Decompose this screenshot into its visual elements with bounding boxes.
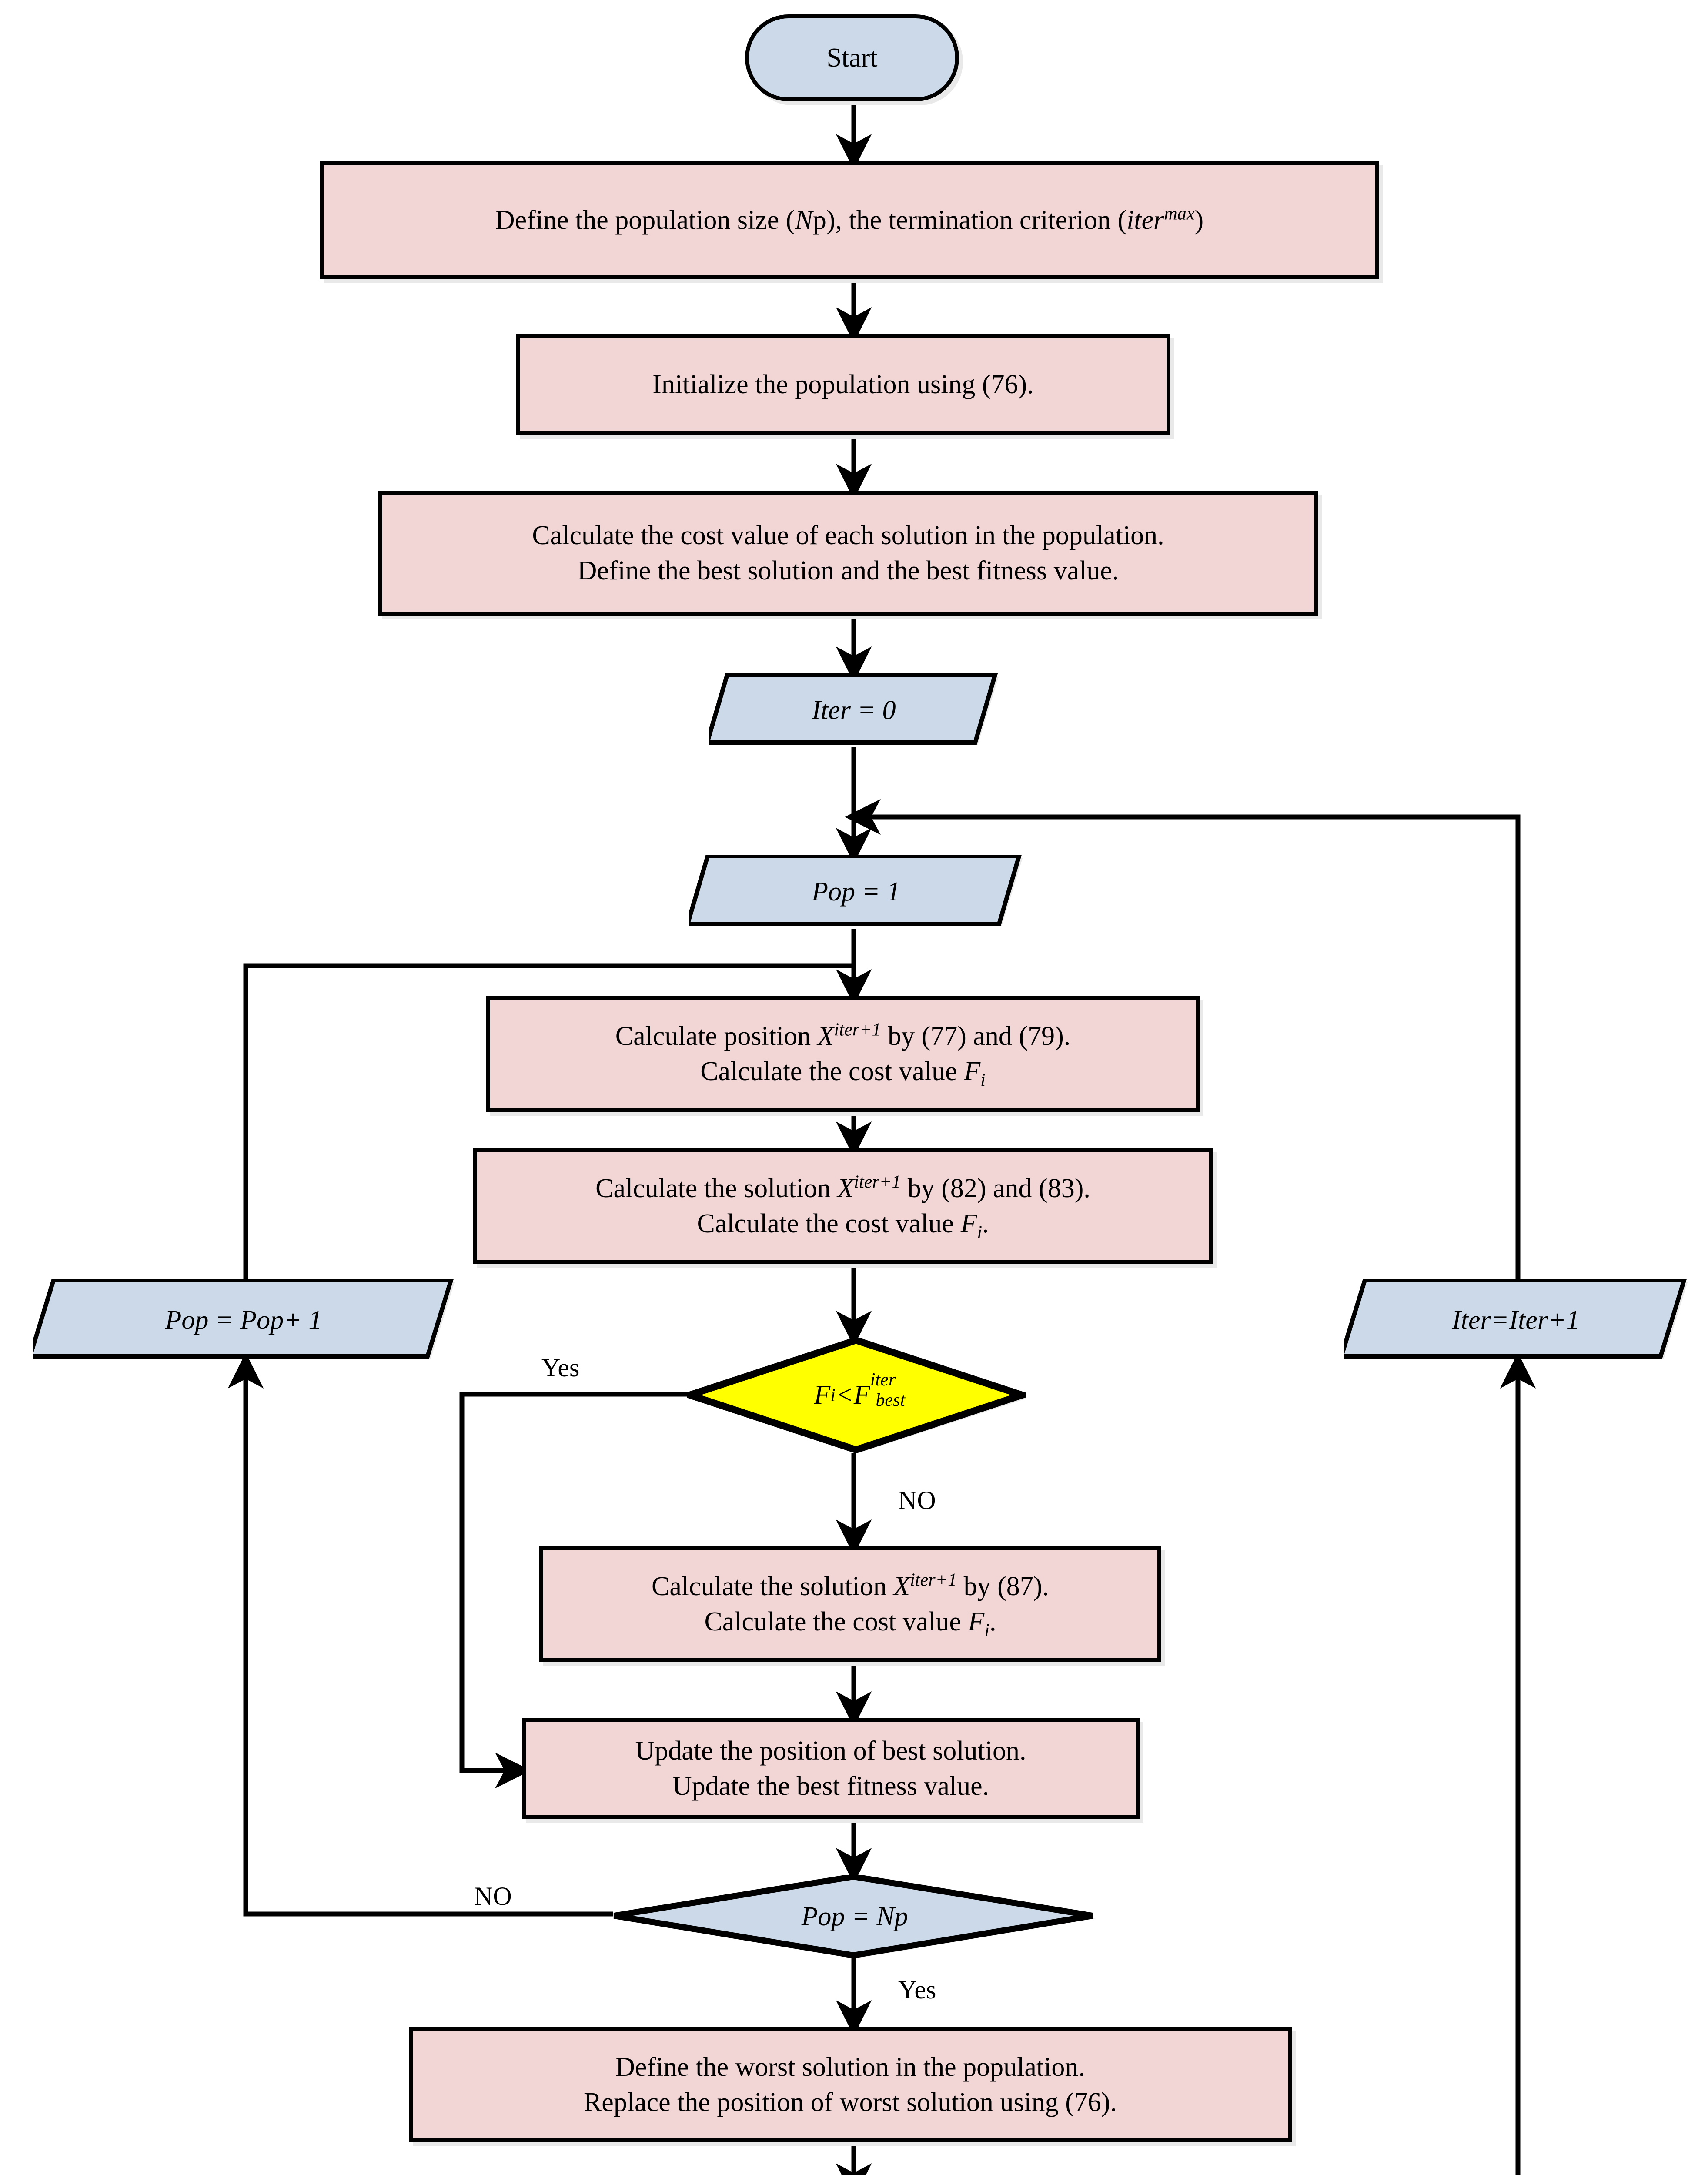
calc-solution87-node[interactable]: Calculate the solution Xiter+1 by (87). … — [539, 1546, 1161, 1662]
calc-position-line1: Calculate position Xiter+1 by (77) and (… — [615, 1019, 1071, 1051]
pop-one-node[interactable]: Pop = 1 — [689, 855, 1023, 929]
define-params-label: Define the population size (Np), the ter… — [495, 203, 1204, 235]
edge-label-fitness-no: NO — [898, 1486, 936, 1515]
edge-label-pop-no: NO — [474, 1882, 512, 1911]
calc-position-line2: Calculate the cost value Fi — [700, 1057, 986, 1091]
pop-one-label: Pop = 1 — [812, 877, 900, 907]
start-label: Start — [826, 43, 878, 73]
calc-cost-line2: Define the best solution and the best fi… — [577, 555, 1119, 586]
pop-increment-label: Pop = Pop+ 1 — [165, 1305, 322, 1335]
iter-zero-node[interactable]: Iter = 0 — [709, 673, 999, 747]
update-best-line2: Update the best fitness value. — [672, 1771, 989, 1801]
iter-increment-node[interactable]: Iter=Iter+1 — [1344, 1279, 1688, 1362]
calc-cost-node[interactable]: Calculate the cost value of each solutio… — [378, 491, 1318, 616]
initialize-label: Initialize the population using (76). — [652, 369, 1034, 399]
calc-solution87-line1: Calculate the solution Xiter+1 by (87). — [652, 1569, 1049, 1602]
define-params-node[interactable]: Define the population size (Np), the ter… — [320, 161, 1379, 279]
calc-solution87-line2: Calculate the cost value Fi. — [704, 1607, 996, 1641]
calc-solution82-line1: Calculate the solution Xiter+1 by (82) a… — [595, 1171, 1090, 1204]
decision-pop-node[interactable]: Pop = Np — [613, 1875, 1096, 1958]
pop-increment-node[interactable]: Pop = Pop+ 1 — [33, 1279, 455, 1362]
calc-solution82-line2: Calculate the cost value Fi. — [697, 1209, 989, 1243]
update-best-line1: Update the position of best solution. — [635, 1736, 1026, 1766]
edge-label-fitness-yes: Yes — [541, 1353, 580, 1382]
calc-position-node[interactable]: Calculate position Xiter+1 by (77) and (… — [486, 996, 1200, 1112]
iter-increment-label: Iter=Iter+1 — [1452, 1305, 1580, 1335]
calc-solution82-node[interactable]: Calculate the solution Xiter+1 by (82) a… — [473, 1148, 1213, 1264]
calc-cost-line1: Calculate the cost value of each solutio… — [532, 520, 1164, 550]
initialize-node[interactable]: Initialize the population using (76). — [516, 334, 1170, 435]
define-worst-line1: Define the worst solution in the populat… — [615, 2052, 1085, 2082]
start-node[interactable]: Start — [745, 14, 959, 101]
iter-zero-label: Iter = 0 — [812, 695, 896, 725]
define-worst-line2: Replace the position of worst solution u… — [583, 2087, 1117, 2117]
decision-pop-label: Pop = Np — [801, 1901, 908, 1931]
update-best-node[interactable]: Update the position of best solution. Up… — [522, 1718, 1140, 1819]
edge-label-pop-yes: Yes — [898, 1975, 936, 2004]
define-worst-node[interactable]: Define the worst solution in the populat… — [409, 2027, 1292, 2142]
